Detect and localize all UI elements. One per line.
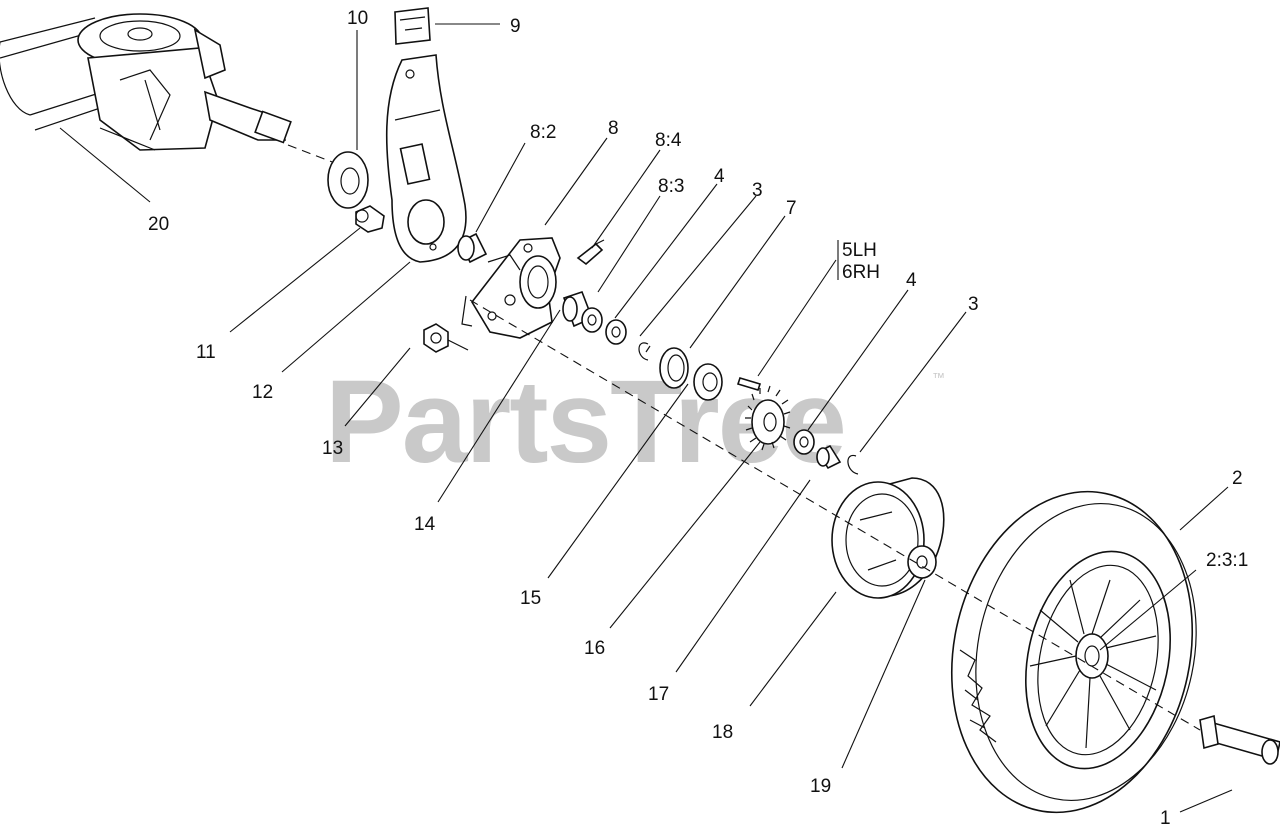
callout-17: 17 — [648, 684, 669, 705]
callout-8: 8 — [608, 118, 619, 139]
callout-4-lower: 4 — [906, 270, 917, 291]
callout-10: 10 — [347, 8, 368, 29]
callout-1: 1 — [1160, 808, 1171, 829]
callout-7: 7 — [786, 198, 797, 219]
washer-part-19[interactable] — [907, 545, 937, 579]
callout-8-3: 8:3 — [658, 176, 684, 197]
bearing-part-10[interactable] — [327, 151, 369, 209]
axle-bolt-part-1[interactable] — [1199, 714, 1280, 765]
callout-20: 20 — [148, 214, 169, 235]
transmission-assembly[interactable] — [0, 13, 292, 151]
callout-15: 15 — [520, 588, 541, 609]
dust-cover-part-7[interactable] — [659, 347, 689, 389]
spacer-part-17[interactable] — [816, 444, 842, 470]
gear-case-part-8[interactable] — [471, 237, 561, 339]
callout-3-upper: 3 — [752, 180, 763, 201]
washer-part-8-3[interactable] — [581, 307, 603, 333]
callout-6rh: 6RH — [842, 262, 880, 283]
callout-8-4: 8:4 — [655, 130, 682, 151]
callout-2-3-1: 2:3:1 — [1206, 550, 1248, 571]
callout-13: 13 — [322, 438, 343, 459]
callout-9: 9 — [510, 16, 521, 37]
callout-8-2: 8:2 — [530, 122, 556, 143]
bushing-part-8-2[interactable] — [457, 232, 488, 264]
callout-16: 16 — [584, 638, 605, 659]
pinion-gear-part-16[interactable] — [745, 385, 791, 451]
bolt-part-11[interactable] — [355, 205, 385, 233]
callout-18: 18 — [712, 722, 733, 743]
bracket-plate-part-12[interactable] — [385, 54, 467, 263]
callout-4-upper: 4 — [714, 166, 725, 187]
key-part-5lh-6rh[interactable] — [736, 377, 762, 391]
callout-11: 11 — [196, 342, 216, 363]
grease-fitting-part-8-4[interactable] — [576, 239, 605, 266]
callout-19: 19 — [810, 776, 831, 797]
callout-3-lower: 3 — [968, 294, 979, 315]
hub-cap-part-18[interactable] — [831, 477, 945, 599]
washer-part-4-upper[interactable] — [605, 319, 627, 345]
clip-part-9[interactable] — [394, 7, 431, 45]
washer-part-4-lower[interactable] — [793, 429, 815, 455]
callout-14: 14 — [414, 514, 436, 535]
retaining-ring-part-3-lower[interactable] — [847, 454, 859, 475]
bearing-part-15[interactable] — [693, 363, 723, 401]
callout-2: 2 — [1232, 468, 1243, 489]
callout-12: 12 — [252, 382, 273, 403]
callout-5lh: 5LH — [842, 240, 877, 261]
wheel-part-2[interactable] — [923, 469, 1223, 834]
retaining-ring-part-3-upper[interactable] — [638, 342, 651, 361]
watermark-trademark: ™ — [932, 370, 945, 385]
nut-part-13[interactable] — [423, 323, 449, 353]
